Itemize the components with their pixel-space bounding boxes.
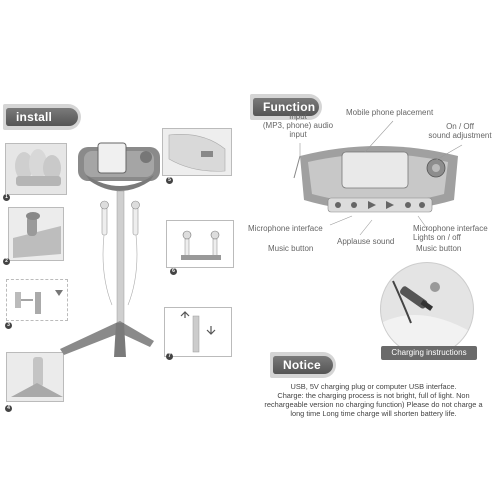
function-title: Function xyxy=(263,100,316,114)
label-music-button-left: Music button xyxy=(268,244,314,253)
step-4-number: 4 xyxy=(5,405,12,412)
step-2-number: 2 xyxy=(3,258,10,265)
karaoke-stand-illustration xyxy=(60,142,160,357)
callout-lines xyxy=(299,120,463,236)
step-1-illustration xyxy=(6,144,66,194)
step-panel-2 xyxy=(8,207,64,261)
step-panel-4 xyxy=(6,352,64,402)
charging-caption-box: Charging instructions xyxy=(381,346,477,360)
step-panel-7 xyxy=(164,307,232,357)
notice-line-2: Charge: the charging process is not brig… xyxy=(277,391,470,400)
step-2-illustration xyxy=(9,208,63,260)
label-audio-input: Input (MP3, phone) audio input xyxy=(262,112,334,139)
label-music-button-right: Music button xyxy=(416,244,462,253)
notice-header: Notice xyxy=(273,356,333,374)
step-panel-5 xyxy=(162,128,232,176)
notice-line-3: rechargeable version no charging functio… xyxy=(264,400,483,409)
notice-line-1: USB, 5V charging plug or computer USB in… xyxy=(290,382,457,391)
notice-line-4: long time Long time charge will shorten … xyxy=(290,409,457,418)
step-4-illustration xyxy=(7,353,63,401)
label-applause-sound: Applause sound xyxy=(337,237,395,246)
label-microphone-interface-right: Microphone interface Lights on / off xyxy=(413,224,488,242)
charging-plug-illustration xyxy=(381,280,473,355)
label-on-off-sound: On / Off sound adjustment xyxy=(428,122,492,140)
function-header: Function xyxy=(253,98,319,116)
step-1-number: 1 xyxy=(3,194,10,201)
label-microphone-interface-left: Microphone interface xyxy=(248,224,323,233)
step-panel-6 xyxy=(166,220,234,268)
step-3-illustration xyxy=(15,290,63,314)
step-panel-1 xyxy=(5,143,67,195)
step-6-number: 6 xyxy=(170,268,177,275)
step-5-number: 5 xyxy=(166,177,173,184)
install-title: install xyxy=(16,110,53,124)
label-mobile-phone-placement: Mobile phone placement xyxy=(346,108,434,117)
notice-title: Notice xyxy=(283,358,321,372)
charging-caption: Charging instructions xyxy=(391,348,467,357)
step-7-illustration xyxy=(180,311,216,353)
step-5-illustration xyxy=(163,129,231,175)
step-3-number: 3 xyxy=(5,322,12,329)
step-6-illustration xyxy=(181,230,221,260)
charging-illustration xyxy=(380,262,474,356)
step-panel-3 xyxy=(6,279,68,321)
install-header: install xyxy=(6,108,78,126)
step-7-number: 7 xyxy=(166,353,173,360)
device-front-diagram xyxy=(293,146,458,213)
